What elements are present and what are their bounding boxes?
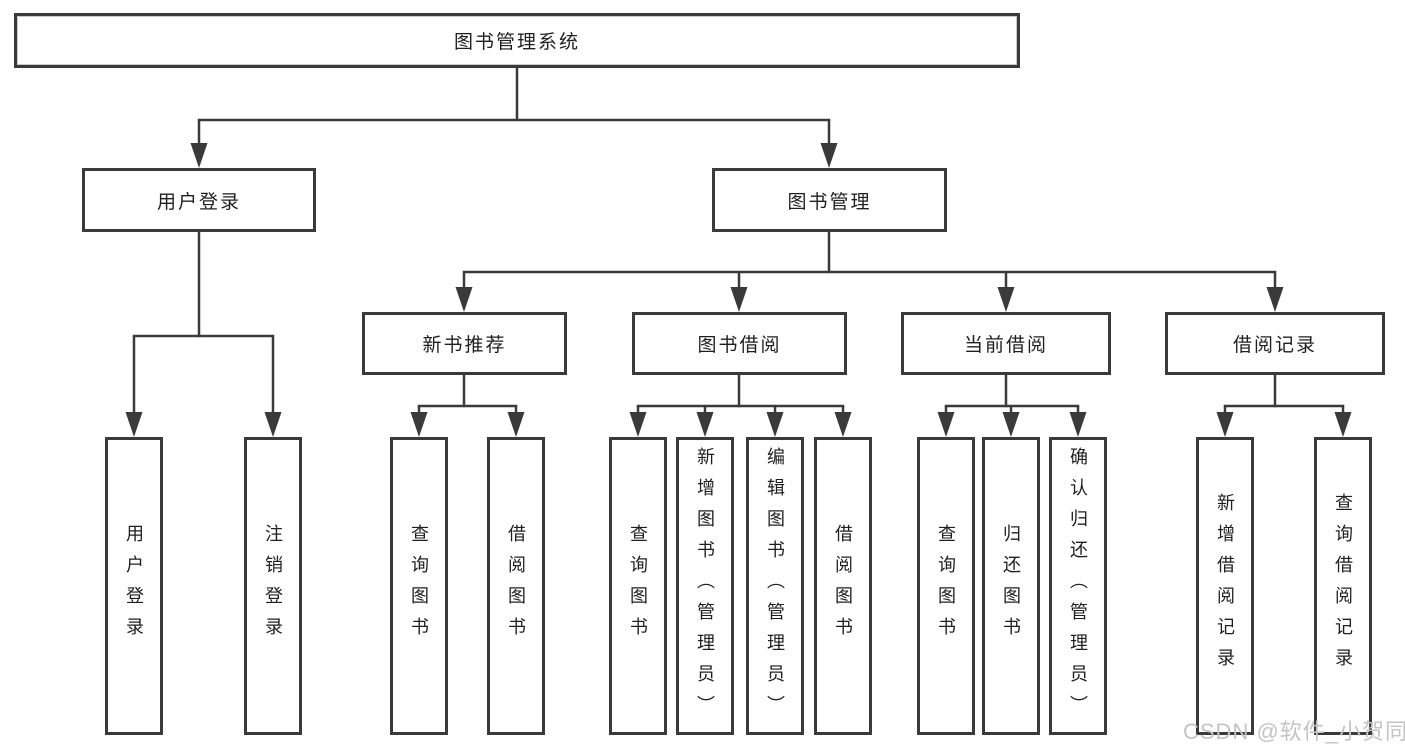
node-library-system: 图书管理系统 bbox=[14, 13, 1020, 68]
connector-new-book-recommendation bbox=[410, 375, 525, 437]
arrowhead-down-icon bbox=[455, 287, 473, 312]
node-leaf-add-books-admin: 新增图书（管理员） bbox=[676, 437, 734, 735]
node-current-borrowing: 当前借阅 bbox=[901, 312, 1111, 375]
node-label: 借阅图书 bbox=[833, 524, 853, 648]
connector-borrow-records bbox=[1216, 375, 1352, 437]
arrowhead-down-icon bbox=[629, 412, 647, 437]
node-leaf-query-books-current: 查询图书 bbox=[917, 437, 975, 735]
node-leaf-query-borrow-record: 查询借阅记录 bbox=[1314, 437, 1372, 735]
node-leaf-query-books-recommend: 查询图书 bbox=[390, 437, 448, 735]
node-user-login: 用户登录 bbox=[82, 168, 316, 232]
node-label: 用户登录 bbox=[124, 524, 144, 648]
node-label: 图书管理系统 bbox=[453, 32, 580, 53]
arrowhead-down-icon bbox=[696, 412, 714, 437]
arrowhead-down-icon bbox=[1002, 412, 1020, 437]
csdn-watermark: CSDN @软件_小贺同学 bbox=[1183, 719, 1405, 744]
node-leaf-borrow-books: 借阅图书 bbox=[814, 437, 872, 735]
node-book-borrowing: 图书借阅 bbox=[632, 312, 847, 375]
connector-root bbox=[190, 68, 838, 168]
node-label: 注销登录 bbox=[263, 524, 283, 648]
node-label: 新增图书（管理员） bbox=[695, 446, 715, 726]
arrowhead-down-icon bbox=[1069, 412, 1087, 437]
arrowhead-down-icon bbox=[264, 412, 282, 437]
node-leaf-user-login: 用户登录 bbox=[105, 437, 163, 735]
node-new-book-recommendation: 新书推荐 bbox=[362, 312, 567, 375]
node-label: 图书管理 bbox=[787, 191, 872, 213]
connector-book-management bbox=[455, 232, 1284, 312]
node-leaf-borrow-books-recommend: 借阅图书 bbox=[487, 437, 545, 735]
arrowhead-down-icon bbox=[766, 412, 784, 437]
arrowhead-down-icon bbox=[1266, 287, 1284, 312]
node-leaf-edit-books-admin: 编辑图书（管理员） bbox=[746, 437, 804, 735]
node-leaf-add-borrow-record: 新增借阅记录 bbox=[1196, 437, 1254, 735]
node-leaf-return-books: 归还图书 bbox=[982, 437, 1040, 735]
node-label: 查询图书 bbox=[409, 524, 429, 648]
node-label: 新书推荐 bbox=[422, 335, 507, 356]
node-label: 归还图书 bbox=[1001, 524, 1021, 648]
connector-book-borrowing bbox=[629, 375, 852, 437]
arrowhead-down-icon bbox=[190, 143, 208, 168]
node-leaf-logout-login: 注销登录 bbox=[244, 437, 302, 735]
node-leaf-confirm-return-admin: 确认归还（管理员） bbox=[1049, 437, 1107, 735]
node-label: 图书借阅 bbox=[697, 335, 782, 356]
node-label: 用户登录 bbox=[156, 191, 241, 213]
node-label: 确认归还（管理员） bbox=[1068, 446, 1088, 726]
arrowhead-down-icon bbox=[125, 412, 143, 437]
connector-user-login bbox=[125, 232, 282, 437]
node-label: 查询图书 bbox=[936, 524, 956, 648]
arrowhead-down-icon bbox=[1334, 412, 1352, 437]
node-label: 当前借阅 bbox=[963, 335, 1048, 356]
node-label: 借阅图书 bbox=[506, 524, 526, 648]
node-label: 编辑图书（管理员） bbox=[765, 446, 785, 726]
node-label: 查询借阅记录 bbox=[1333, 493, 1353, 679]
arrowhead-down-icon bbox=[1216, 412, 1234, 437]
node-book-management: 图书管理 bbox=[712, 168, 947, 232]
arrowhead-down-icon bbox=[834, 412, 852, 437]
connector-current-borrowing bbox=[937, 375, 1087, 437]
arrowhead-down-icon bbox=[997, 287, 1015, 312]
arrowhead-down-icon bbox=[410, 412, 428, 437]
arrowhead-down-icon bbox=[820, 143, 838, 168]
node-label: 借阅记录 bbox=[1232, 335, 1317, 356]
arrowhead-down-icon bbox=[507, 412, 525, 437]
node-label: 查询图书 bbox=[628, 524, 648, 648]
arrowhead-down-icon bbox=[937, 412, 955, 437]
node-borrow-records: 借阅记录 bbox=[1165, 312, 1385, 375]
node-label: 新增借阅记录 bbox=[1215, 493, 1235, 679]
arrowhead-down-icon bbox=[730, 287, 748, 312]
node-leaf-query-books-borrow: 查询图书 bbox=[609, 437, 667, 735]
